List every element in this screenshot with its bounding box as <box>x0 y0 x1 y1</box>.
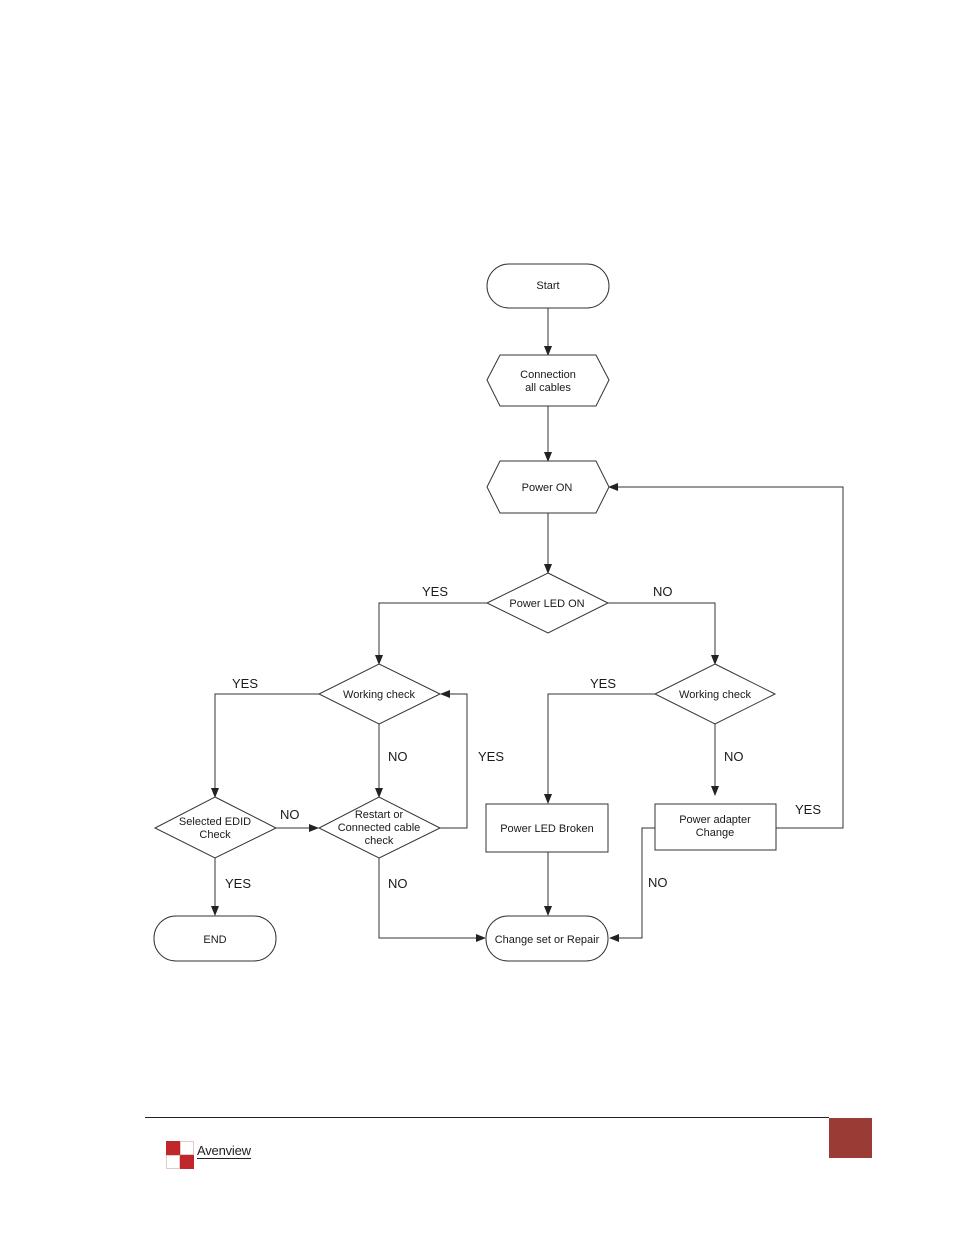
node-power-on: Power ON <box>487 461 609 513</box>
label-wc-left-yes: YES <box>232 676 258 691</box>
node-power-adapter-label-line1: Power adapter <box>679 814 751 826</box>
node-connection-label-line1: Connection <box>520 369 576 381</box>
logo-wordmark-text: Avenview <box>197 1143 251 1159</box>
label-wc-right-no: NO <box>724 749 744 764</box>
logo-square-icon <box>166 1155 180 1169</box>
footer-divider <box>145 1117 829 1118</box>
node-connection: Connection all cables <box>487 355 609 406</box>
node-power-led-broken: Power LED Broken <box>486 804 608 852</box>
node-selected-edid-label-line1: Selected EDID <box>179 816 251 828</box>
node-start: Start <box>487 264 609 308</box>
avenview-logo: Avenview <box>152 1136 272 1182</box>
node-restart-check: Restart or Connected cable check <box>319 797 440 858</box>
label-led-yes: YES <box>422 584 448 599</box>
label-edid-yes: YES <box>225 876 251 891</box>
node-power-led-broken-label: Power LED Broken <box>500 823 594 835</box>
page-number-block <box>829 1118 872 1158</box>
node-power-on-label: Power ON <box>522 482 573 494</box>
node-restart-check-label-line1: Restart or <box>355 809 404 821</box>
node-working-check-right-label: Working check <box>679 689 751 701</box>
edge-wc-left-yes <box>215 694 320 797</box>
node-power-adapter-label-line2: Change <box>696 827 735 839</box>
node-working-check-left-label: Working check <box>343 689 415 701</box>
node-change-set-label: Change set or Repair <box>495 934 600 946</box>
node-working-check-left: Working check <box>319 664 440 724</box>
label-wc-right-yes: YES <box>590 676 616 691</box>
label-led-no: NO <box>653 584 673 599</box>
logo-square-icon <box>180 1141 194 1155</box>
node-end: END <box>154 916 276 961</box>
label-wc-left-no: NO <box>388 749 408 764</box>
edge-adapter-yes <box>609 487 843 828</box>
edge-led-no <box>608 603 715 664</box>
label-edid-no: NO <box>280 807 300 822</box>
edge-led-yes <box>379 603 487 664</box>
label-adapter-no: NO <box>648 875 668 890</box>
node-power-led-on: Power LED ON <box>487 573 608 633</box>
node-restart-check-label-line2: Connected cable <box>338 822 421 834</box>
node-selected-edid-label-line2: Check <box>199 829 231 841</box>
edge-restart-yes <box>440 694 467 828</box>
edge-wc-right-yes <box>548 694 655 803</box>
logo-wordmark: Avenview <box>197 1143 251 1158</box>
logo-square-icon <box>180 1155 194 1169</box>
node-end-label: END <box>203 934 226 946</box>
node-restart-check-label-line3: check <box>365 835 394 847</box>
label-restart-yes: YES <box>478 749 504 764</box>
label-adapter-yes: YES <box>795 802 821 817</box>
node-change-set: Change set or Repair <box>486 916 608 961</box>
node-connection-label-line2: all cables <box>525 382 571 394</box>
edge-restart-no <box>379 858 485 938</box>
node-power-adapter: Power adapter Change <box>655 804 776 850</box>
logo-square-icon <box>166 1141 180 1155</box>
node-working-check-right: Working check <box>655 664 775 724</box>
node-power-led-on-label: Power LED ON <box>509 598 584 610</box>
node-selected-edid: Selected EDID Check <box>155 797 276 858</box>
node-start-label: Start <box>536 280 559 292</box>
label-restart-no: NO <box>388 876 408 891</box>
